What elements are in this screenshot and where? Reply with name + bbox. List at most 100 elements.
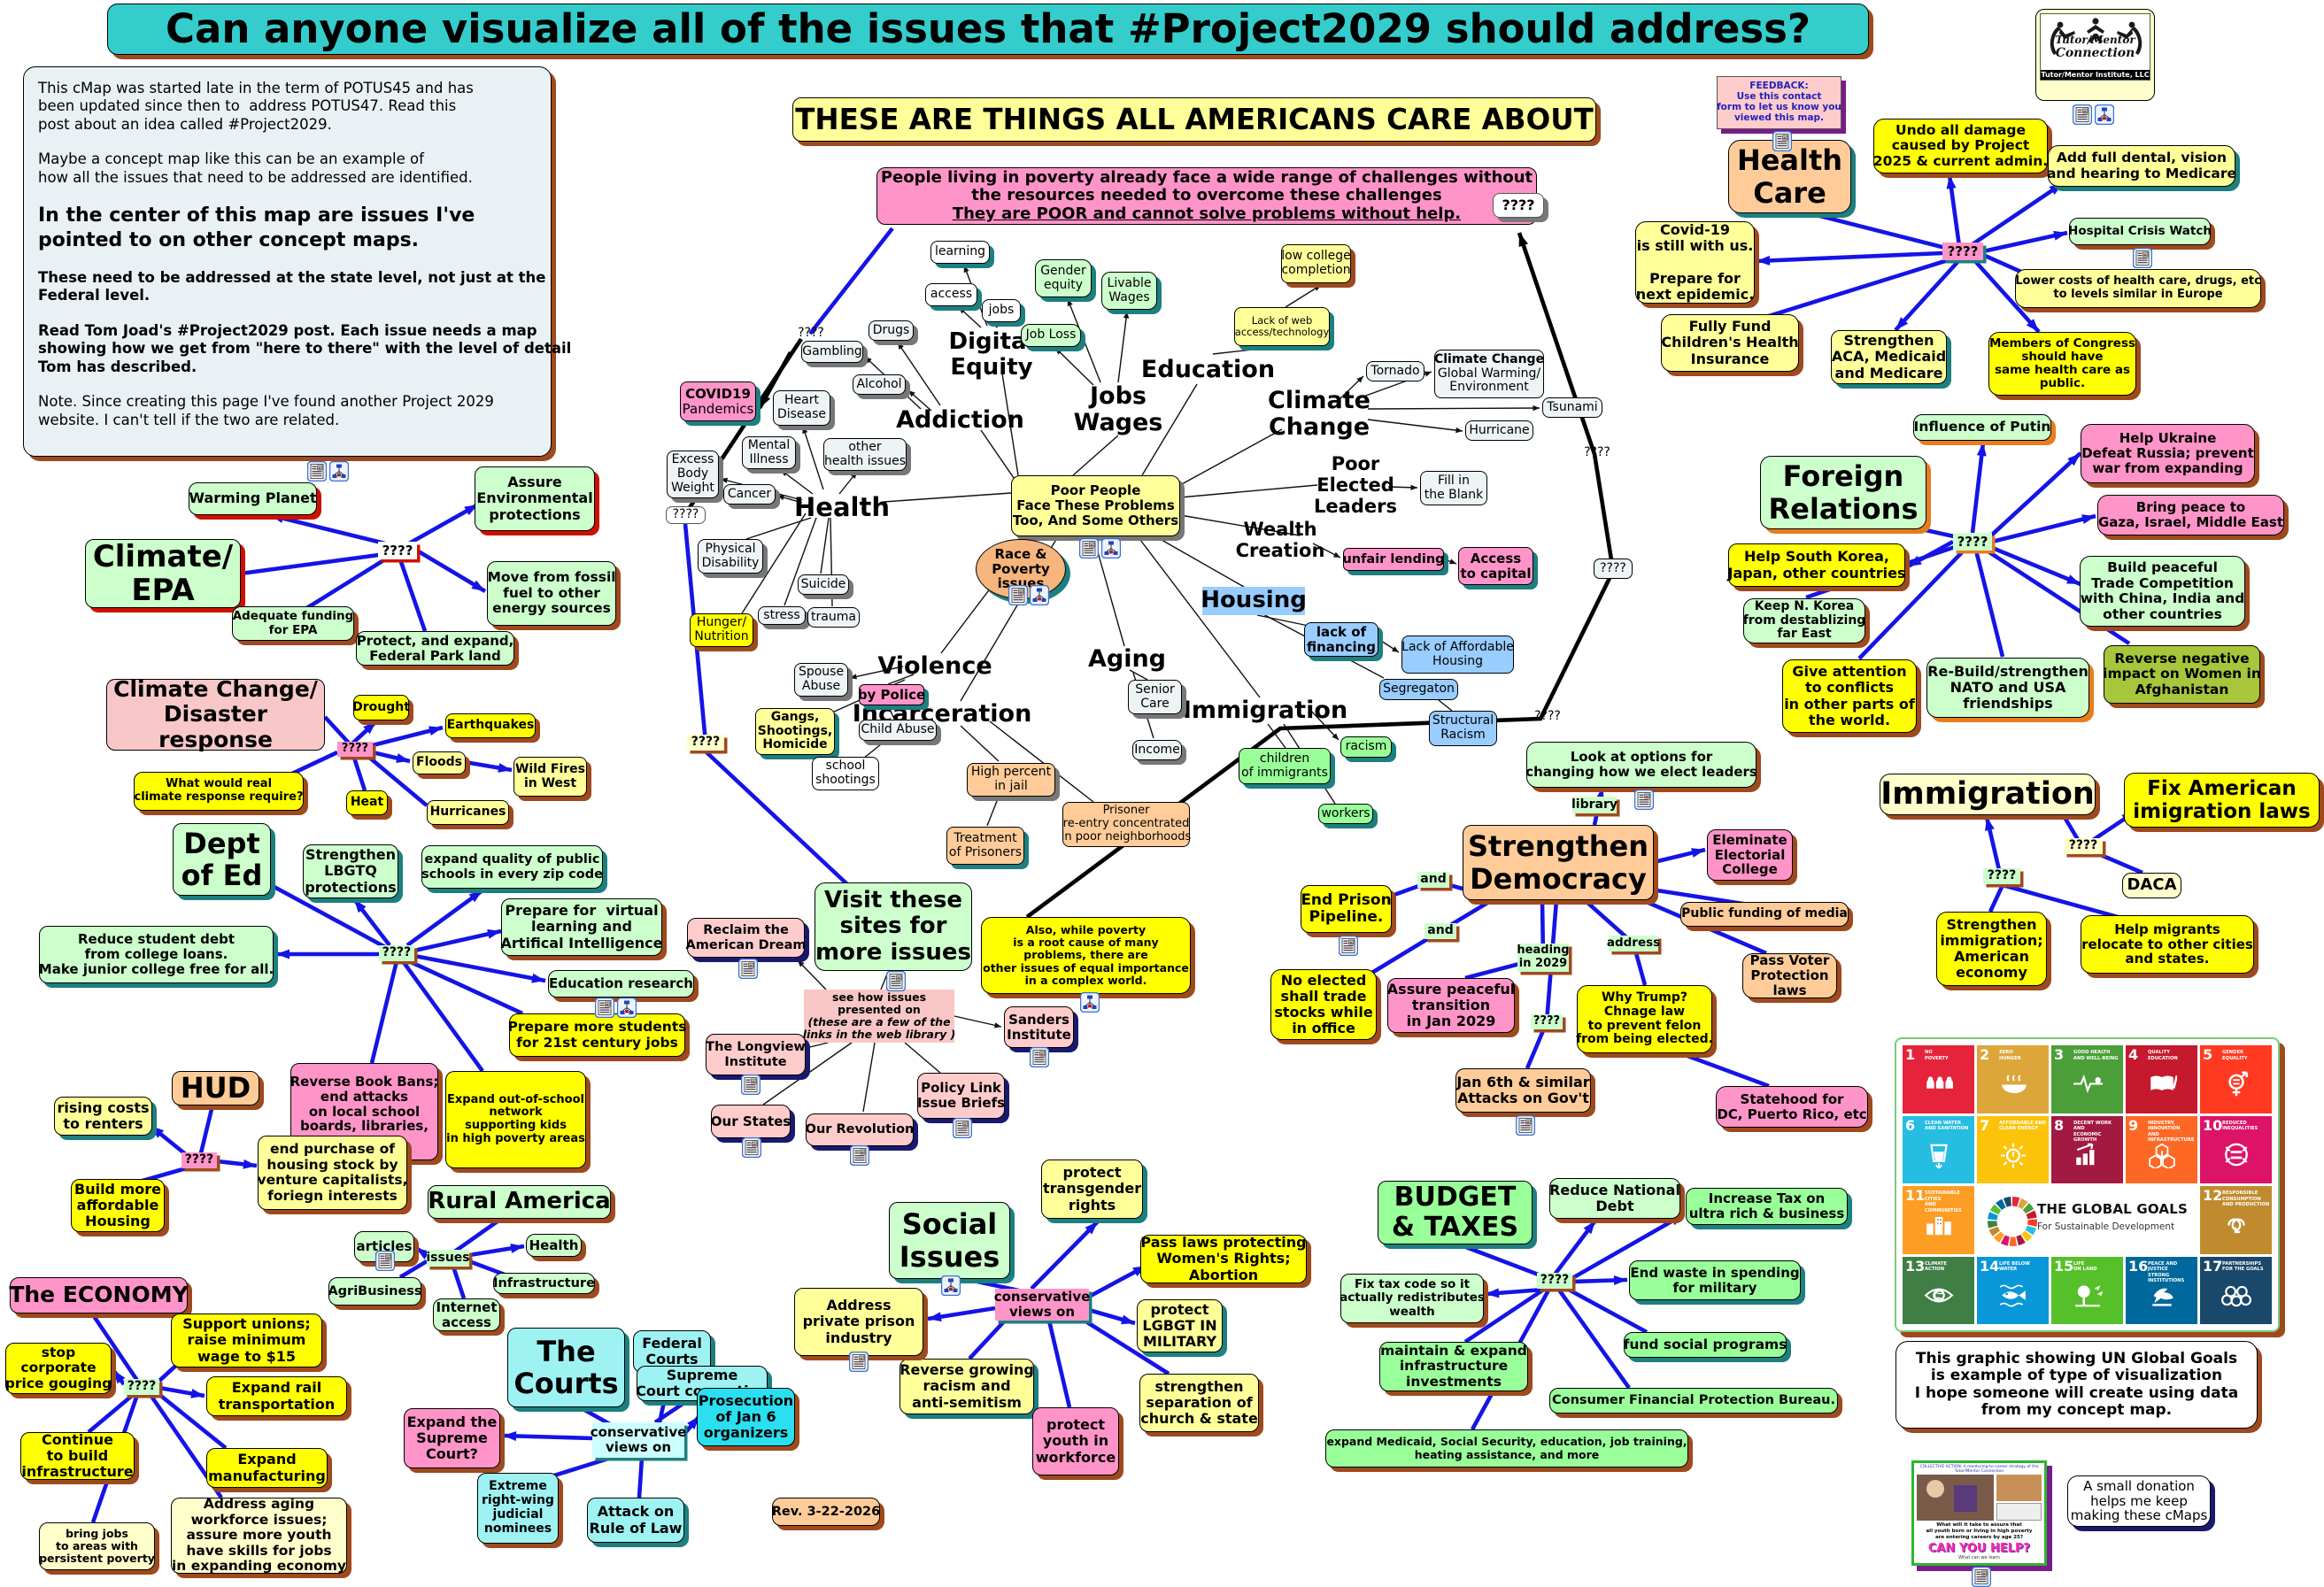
node-ra-infrastructure[interactable]: Infrastructure <box>493 1273 595 1294</box>
node-help-ukraine[interactable]: Help Ukraine Defeat Russia; prevent war … <box>2081 424 2255 483</box>
node-foreign-relations[interactable]: Foreign Relations <box>1760 456 1926 529</box>
node-congress-care[interactable]: Members of Congress should have same hea… <box>1988 332 2136 396</box>
node-21st-century-jobs[interactable]: Prepare more students for 21st century j… <box>508 1013 686 1057</box>
node-poor-people[interactable]: Poor People Face These Problems Too, And… <box>1011 475 1180 536</box>
node-lack-affordable[interactable]: Lack of Affordable Housing <box>1401 636 1514 674</box>
node-strengthen-aca[interactable]: Strengthen ACA, Medicaid and Medicare <box>1831 330 1947 384</box>
node-by-police[interactable]: by Police <box>858 684 925 705</box>
node-hub-cd[interactable]: ???? <box>337 742 373 757</box>
poorpeople-tree-icon[interactable] <box>1100 537 1122 559</box>
node-no-stock-trading[interactable]: No elected shall trade stocks while in o… <box>1270 969 1377 1040</box>
node-support-unions[interactable]: Support unions; raise minimum wage to $1… <box>171 1314 322 1367</box>
node-putin[interactable]: Influence of Putin <box>1913 414 2051 441</box>
node-park-land[interactable]: Protect, and expand, Federal Park land <box>356 631 514 666</box>
node-learning[interactable]: learning <box>930 241 990 264</box>
node-heart-disease[interactable]: Heart Disease <box>773 390 830 426</box>
node-internet-access[interactable]: Internet access <box>433 1298 500 1331</box>
node-gambling[interactable]: Gambling <box>801 341 863 363</box>
node-gaza-peace[interactable]: Bring peace to Gaza, Israel, Middle East <box>2097 495 2284 535</box>
jan6-page-icon[interactable] <box>1515 1114 1536 1136</box>
node-covid19-pandemics[interactable]: COVID19 Pandemics <box>680 381 756 421</box>
node-health-care[interactable]: Health Care <box>1728 140 1851 213</box>
node-other-health[interactable]: other health issues <box>823 438 907 471</box>
node-reverse-racism[interactable]: Reverse growing racism and anti-semitism <box>899 1359 1034 1414</box>
node-low-college[interactable]: low college completion <box>1281 244 1351 283</box>
node-lbl-and2[interactable]: and <box>1425 923 1456 939</box>
node-expand-medicaid[interactable]: expand Medicaid, Social Security, educat… <box>1325 1429 1688 1468</box>
node-hub-im1[interactable]: ???? <box>2064 838 2103 854</box>
alsopoverty-tree-icon[interactable] <box>1079 991 1100 1013</box>
node-lower-costs[interactable]: Lower costs of health care, drugs, etc t… <box>2015 269 2261 308</box>
electoptions-page-icon[interactable] <box>1633 789 1655 811</box>
node-hunger[interactable]: Hunger/ Nutrition <box>690 613 753 647</box>
node-wild-fires[interactable]: Wild Fires in West <box>513 757 587 797</box>
node-segregation[interactable]: Segregaton <box>1379 679 1458 700</box>
node-prisoner-treatment[interactable]: Treatment of Prisoners <box>946 827 1024 865</box>
node-right-wing-judges[interactable]: Extreme right-wing judicial nominees <box>477 1473 559 1544</box>
node-hurricanes[interactable]: Hurricanes <box>427 800 509 825</box>
node-expand-mfg[interactable]: Expand manufacturing <box>206 1448 328 1488</box>
node-longview[interactable]: The Longview Institute <box>706 1034 806 1075</box>
node-strengthen-imm[interactable]: Strengthen immigration; American economy <box>1936 912 2047 986</box>
node-reclaim-dream[interactable]: Reclaim the American Dream <box>686 918 806 958</box>
node-access[interactable]: access <box>925 283 977 306</box>
node-drought[interactable]: Drought <box>352 695 410 720</box>
node-policy-link[interactable]: Policy Link Issue Briefs <box>917 1073 1005 1119</box>
feedback-page-icon[interactable] <box>1772 130 1793 152</box>
node-hud[interactable]: HUD <box>172 1071 259 1106</box>
node-affordable-housing[interactable]: Build more affordable Housing <box>71 1179 165 1232</box>
node-rural-america[interactable]: Rural America <box>428 1185 611 1219</box>
node-expand-scotus[interactable]: Expand the Supreme Court? <box>404 1408 500 1468</box>
node-housing-stock[interactable]: end purchase of housing stock by venture… <box>258 1136 407 1210</box>
node-end-prison-pipeline[interactable]: End Prison Pipeline. <box>1301 885 1392 933</box>
node-stop-gouging[interactable]: stop corporate price gouging <box>5 1343 112 1394</box>
node-private-prisons[interactable]: Address private prison industry <box>794 1288 923 1356</box>
edresearch-page-icon[interactable] <box>594 997 615 1019</box>
node-jobs[interactable]: jobs <box>982 299 1021 322</box>
node-env-protections[interactable]: Assure Environmental protections <box>475 466 595 531</box>
node-conflicts-world[interactable]: Give attention to conflicts in other par… <box>1782 659 1917 733</box>
node-q-poverty[interactable]: ???? <box>1493 193 1544 218</box>
node-economy[interactable]: The ECONOMY <box>9 1277 189 1314</box>
node-our-revolution[interactable]: Our Revolution <box>806 1113 914 1146</box>
node-also-poverty[interactable]: Also, while poverty is a root cause of m… <box>981 917 1191 994</box>
node-access-capital[interactable]: Access to capital <box>1458 547 1533 585</box>
node-expand-rail[interactable]: Expand rail transportation <box>206 1376 347 1416</box>
node-rev-date[interactable]: Rev. 3-22-2026 <box>772 1498 880 1526</box>
node-trade-competition[interactable]: Build peaceful Trade Competition with Ch… <box>2080 556 2245 627</box>
node-hub-fr[interactable]: ???? <box>1953 533 1992 551</box>
node-education-research[interactable]: Education research <box>548 970 694 998</box>
node-trauma[interactable]: trauma <box>807 607 860 628</box>
node-eliminate-college[interactable]: Eleminate Electorial College <box>1707 829 1793 881</box>
node-racism[interactable]: racism <box>1340 736 1392 758</box>
node-fund-social[interactable]: fund social programs <box>1624 1332 1787 1358</box>
node-out-of-school[interactable]: Expand out-of-school network supporting … <box>445 1071 586 1168</box>
node-tornado[interactable]: Tornado <box>1366 361 1425 381</box>
node-climate-disaster[interactable]: Climate Change/ Disaster response <box>106 677 325 751</box>
node-things-banner[interactable]: THESE ARE THINGS ALL AMERICANS CARE ABOU… <box>792 97 1596 142</box>
poorpeople-page-icon[interactable] <box>1078 537 1100 559</box>
node-tsunami[interactable]: Tsunami <box>1542 397 1602 418</box>
node-attack-rule-of-law[interactable]: Attack on Rule of Law <box>587 1498 684 1543</box>
node-epa-funding[interactable]: Adequate funding for EPA <box>232 606 354 641</box>
node-hub-im2[interactable]: ???? <box>1983 868 2020 884</box>
node-child-abuse[interactable]: Child Abuse <box>859 720 937 741</box>
can-you-help-collage[interactable]: COLLECTIVE ACTION: A mentoring-to-career… <box>1911 1460 2047 1566</box>
node-immigration-box[interactable]: Immigration <box>1880 774 2096 815</box>
node-hub-bt[interactable]: ???? <box>1537 1273 1572 1289</box>
intro-tree-icon[interactable] <box>328 460 350 482</box>
node-rising-rents[interactable]: rising costs to renters <box>54 1097 152 1136</box>
node-floods[interactable]: Floods <box>413 751 466 774</box>
node-earthquakes[interactable]: Earthquakes <box>445 713 536 738</box>
node-hub-si[interactable]: conservative views on <box>993 1289 1091 1321</box>
node-lbl-address[interactable]: address <box>1606 936 1661 951</box>
node-hospital-watch[interactable]: Hospital Crisis Watch <box>2068 218 2212 245</box>
node-senior-care[interactable]: Senior Care <box>1128 680 1182 714</box>
node-quality-schools[interactable]: expand quality of public schools in ever… <box>421 845 603 889</box>
node-hub-ec[interactable]: ???? <box>124 1379 159 1395</box>
node-livable-wages[interactable]: Livable Wages <box>1101 272 1157 310</box>
node-hub-epa[interactable]: ???? <box>378 542 417 559</box>
node-excess-weight[interactable]: Excess Body Weight <box>667 451 719 498</box>
node-alcohol[interactable]: Alcohol <box>853 374 906 395</box>
node-the-courts[interactable]: The Courts <box>507 1328 625 1407</box>
